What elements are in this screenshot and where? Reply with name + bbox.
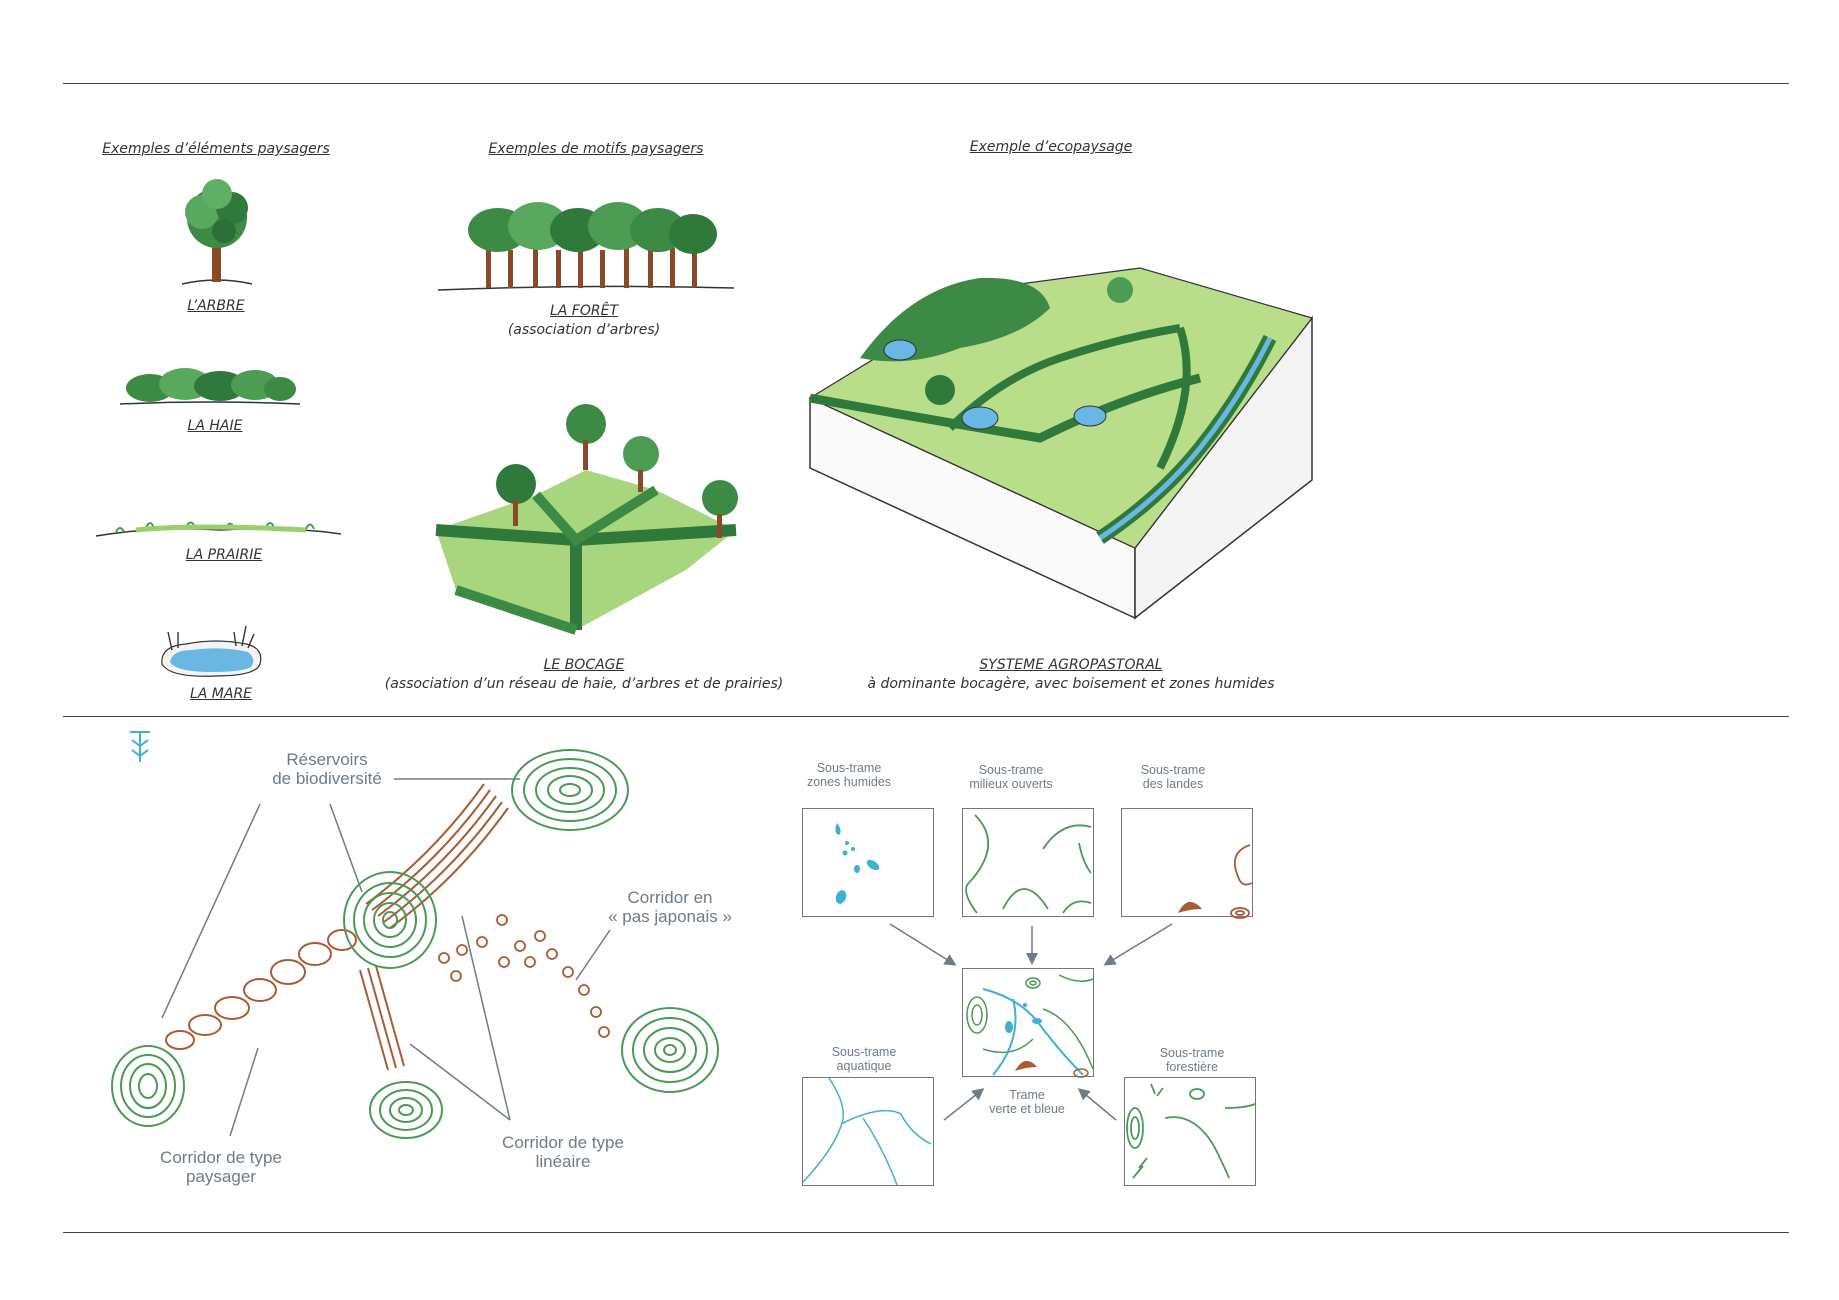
bocage-illustration [435,404,738,635]
ecopaysage-block-illustration [808,267,1314,620]
caption-ecopaysage: SYSTEME AGROPASTORAL à dominante bocagèr… [867,657,1275,692]
middle-rule [63,716,1789,717]
caption-mare: LA MARE [189,686,253,702]
caption-bocage: LE BOCAGE (association d’un réseau de ha… [384,657,784,692]
box-aquatique [802,1077,934,1186]
box-landes [1121,808,1253,919]
label-forestiere: Sous-trame forestière [1159,1046,1225,1074]
tree-illustration [181,179,253,285]
heading-ecopaysage: Exemple d’ecopaysage [969,139,1133,155]
forest-illustration [437,202,735,291]
box-ouverts [962,808,1094,917]
landscape-logo-icon [130,731,150,762]
label-corridor-lineaire: Corridor de type linéaire [502,1133,624,1171]
label-trame: Trame verte et bleue [989,1088,1065,1116]
label-landes: Sous-trame des landes [1140,763,1206,791]
label-ouverts: Sous-trame milieux ouverts [969,763,1053,791]
label-corridor-paysager: Corridor de type paysager [160,1148,282,1186]
heading-motifs: Exemples de motifs paysagers [488,141,704,157]
box-humides [802,808,934,917]
meadow-illustration [95,521,342,537]
label-reservoirs: Réservoirs de biodiversité [272,750,382,788]
caption-haie: LA HAIE [187,418,243,434]
subframe-arrows [889,923,1173,1121]
caption-prairie: LA PRAIRIE [185,547,263,563]
heading-elements: Exemples d’éléments paysagers [102,141,330,157]
caption-foret: LA FORÊT (association d’arbres) [507,303,661,338]
top-rule [63,83,1789,84]
box-forestiere [1124,1077,1256,1186]
corridor-diagram [111,749,719,1139]
box-trame-verte-et-bleue [962,968,1094,1078]
pond-illustration [161,625,262,677]
label-aquatique: Sous-trame aquatique [831,1045,897,1073]
label-humides: Sous-trame zones humides [806,761,892,789]
label-pas-japonais: Corridor en « pas japonais » [608,888,732,926]
caption-arbre: L’ARBRE [187,298,245,314]
bottom-rule [63,1232,1789,1233]
hedge-illustration [119,368,301,405]
